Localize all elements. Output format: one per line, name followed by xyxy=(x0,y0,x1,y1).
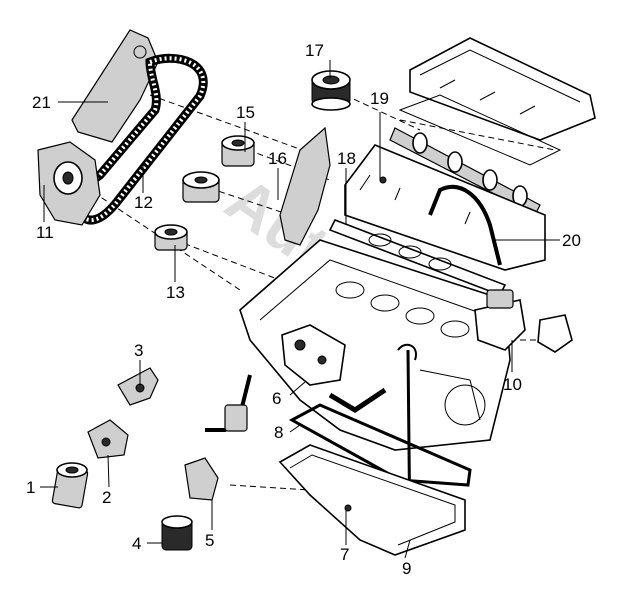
callout-9: 9 xyxy=(402,559,411,578)
idler-pulley xyxy=(154,224,188,251)
callout-6: 6 xyxy=(272,389,281,408)
crank-pulley xyxy=(182,171,220,203)
oil-pan xyxy=(278,444,466,556)
callout-16: 16 xyxy=(268,149,287,168)
leader-lines xyxy=(40,60,560,559)
callout-labels: 21 11 12 13 15 16 17 18 19 20 10 9 8 7 6… xyxy=(26,41,581,578)
valve-cover xyxy=(398,37,596,166)
callout-8: 8 xyxy=(274,423,283,442)
distributor xyxy=(474,289,573,353)
oil-pipe xyxy=(205,374,252,432)
oil-pickup-tube xyxy=(328,387,387,413)
callout-1: 1 xyxy=(26,478,35,497)
callout-13: 13 xyxy=(166,283,185,302)
oil-cooler-bracket xyxy=(184,457,219,501)
oil-filter-housing xyxy=(87,419,129,459)
callout-19: 19 xyxy=(370,89,389,108)
camshaft xyxy=(389,127,541,216)
oil-filter xyxy=(51,462,89,509)
callout-3: 3 xyxy=(134,341,143,360)
timing-cover-inner xyxy=(279,126,331,246)
callout-18: 18 xyxy=(337,149,356,168)
breather-hose xyxy=(428,184,502,266)
callout-21: 21 xyxy=(32,93,51,112)
callout-4: 4 xyxy=(132,534,141,553)
callout-5: 5 xyxy=(205,531,214,550)
camshaft-pulley xyxy=(311,70,351,111)
callout-15: 15 xyxy=(236,103,255,122)
oil-pump xyxy=(281,324,346,386)
callout-7: 7 xyxy=(340,545,349,564)
callout-20: 20 xyxy=(562,231,581,250)
oil-pressure-sender xyxy=(161,515,193,551)
callout-12: 12 xyxy=(134,193,153,212)
engine-block xyxy=(239,239,511,451)
callout-11: 11 xyxy=(36,223,54,242)
callout-17: 17 xyxy=(305,41,324,60)
timing-cover-lower xyxy=(37,141,101,226)
callout-2: 2 xyxy=(102,488,111,507)
tensioner-pulley xyxy=(221,135,255,167)
callout-10: 10 xyxy=(503,375,522,394)
bracket xyxy=(117,367,159,406)
